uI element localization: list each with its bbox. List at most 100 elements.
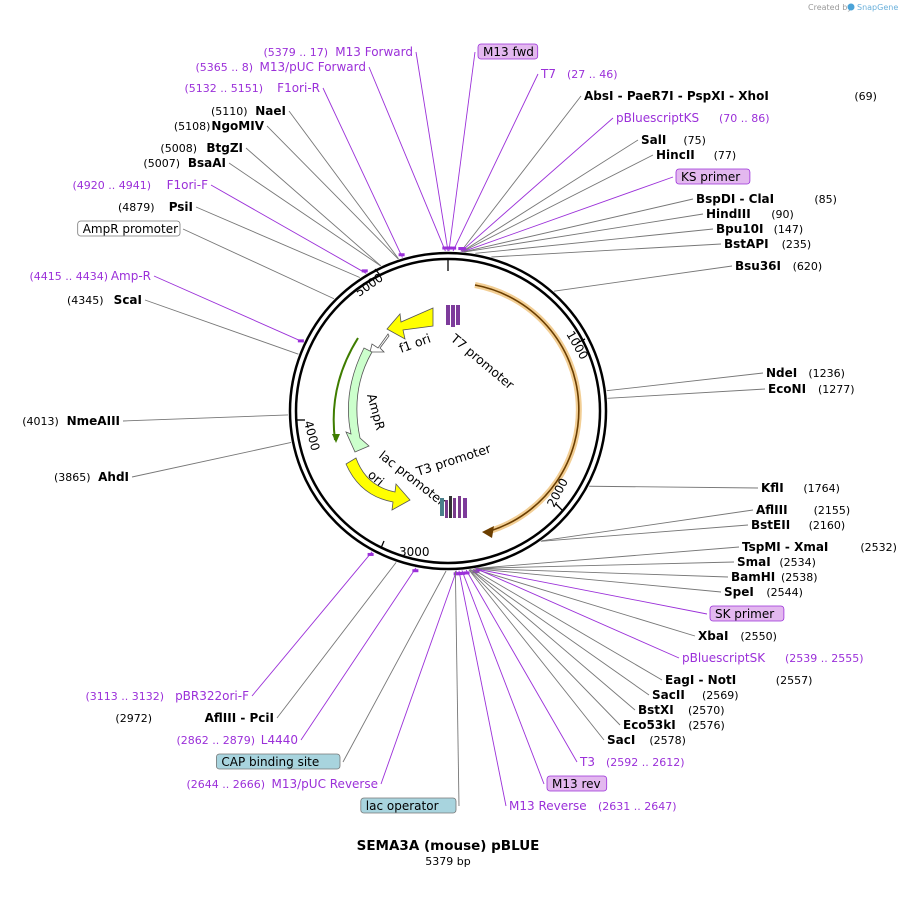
svg-text:NmeAIII: NmeAIII [67,414,120,428]
site-ngomiv[interactable]: NgoMIV(5108) [174,119,265,133]
site-tspmi-xmai[interactable]: TspMI - XmaI(2532) [742,540,897,554]
label-t7[interactable]: T7(27 .. 46) [540,67,618,81]
site-btgzi[interactable]: BtgZI(5008) [160,141,243,155]
site-bpu10i[interactable]: Bpu10I(147) [716,222,803,236]
label-m13-puc-reverse[interactable]: M13/pUC Reverse(2644 .. 2666) [186,777,378,791]
site-psii[interactable]: PsiI(4879) [118,200,193,214]
site-bsaai[interactable]: BsaAI(5007) [143,156,226,170]
primer-mark-m13-rev [459,571,466,575]
label-m13-forward[interactable]: M13 Forward(5379 .. 17) [263,45,413,59]
site-naei[interactable]: NaeI(5110) [211,104,286,118]
svg-text:F1ori-F: F1ori-F [167,178,208,192]
label-amp-r[interactable]: Amp-R(4415 .. 4434) [29,269,151,283]
site-hincii[interactable]: HincII(77) [656,148,736,162]
site-bamhi[interactable]: BamHI(2538) [731,570,818,584]
svg-text:(1236): (1236) [808,367,845,380]
svg-text:M13 rev: M13 rev [552,777,601,791]
label-pbluescriptsk[interactable]: pBluescriptSK(2539 .. 2555) [682,651,864,665]
svg-text:(2532): (2532) [860,541,897,554]
site-absi-paer7i-pspxi-xhoi[interactable]: AbsI - PaeR7I - PspXI - XhoI(69) [584,89,877,103]
label-m13-fwd[interactable]: M13 fwd [477,43,539,60]
site-hindiii[interactable]: HindIII(90) [706,207,794,221]
site-afliii-pcii[interactable]: AflIII - PciI(2972) [115,711,274,725]
site-smai[interactable]: SmaI(2534) [737,555,816,569]
site-sacii[interactable]: SacII(2569) [652,688,739,702]
site-bstxi[interactable]: BstXI(2570) [638,703,725,717]
site-eagi-noti[interactable]: EagI - NotI(2557) [665,673,812,687]
svg-text:AmpR: AmpR [364,392,388,432]
leader-pbr322ori-f [251,551,373,697]
svg-text:SnapGene: SnapGene [857,3,898,12]
label-f1ori-f[interactable]: F1ori-F(4920 .. 4941) [72,178,208,192]
leader-ampr-promoter [182,228,335,300]
site-xbai[interactable]: XbaI(2550) [698,629,777,643]
site-afliii[interactable]: AflIII(2155) [756,503,850,517]
svg-text:SpeI: SpeI [724,585,754,599]
svg-text:EagI - NotI: EagI - NotI [665,673,736,687]
svg-text:SmaI: SmaI [737,555,771,569]
svg-text:(2644 .. 2666): (2644 .. 2666) [186,778,265,791]
leader-bpu10i [475,228,714,254]
label-lac-operator[interactable]: lac operator [360,797,457,814]
site-bsu36i[interactable]: Bsu36I (620) [735,259,822,273]
site-bsteii[interactable]: BstEII(2160) [751,518,845,532]
svg-text:Bsu36I: Bsu36I [735,259,781,273]
label-ks-primer[interactable]: KS primer [675,168,751,185]
svg-text:(5108): (5108) [174,120,211,133]
label-l4440[interactable]: L4440(2862 .. 2879) [176,733,298,747]
svg-text:(620): (620) [793,260,823,273]
svg-text:BstXI: BstXI [638,703,674,717]
leader-scai [144,299,299,355]
svg-text:M13 Forward: M13 Forward [335,45,413,59]
label-f1ori-r[interactable]: F1ori-R(5132 .. 5151) [184,81,320,95]
svg-text:(70 .. 86): (70 .. 86) [719,112,770,125]
site-ndei[interactable]: NdeI(1236) [766,366,845,380]
svg-text:BtgZI: BtgZI [206,141,243,155]
site-saci[interactable]: SacI(2578) [607,733,686,747]
leader-saci [468,569,605,741]
leader-m13-puc-reverse [380,570,457,785]
svg-text:(27 .. 46): (27 .. 46) [567,68,618,81]
svg-text:(5132 .. 5151): (5132 .. 5151) [184,82,263,95]
svg-text:SacI: SacI [607,733,635,747]
label-sk-primer[interactable]: SK primer [709,605,785,622]
leader-sali [461,139,639,252]
site-bspdi-clai[interactable]: BspDI - ClaI(85) [696,192,837,206]
leader-m13-reverse [458,570,507,807]
site-kfli[interactable]: KflI(1764) [761,481,840,495]
leader-tspmi-xmai [477,546,740,569]
label-t3[interactable]: T3(2592 .. 2612) [579,755,685,769]
label-m13-rev[interactable]: M13 rev [546,775,608,792]
site-bstapi[interactable]: BstAPI(235) [724,237,811,251]
leader-smai [476,561,735,569]
site-spei[interactable]: SpeI(2544) [724,585,803,599]
leader-f1ori-f [210,184,367,274]
site-ahdi[interactable]: AhdI(3865) [54,470,129,484]
feature-ori: ori [345,457,411,511]
leader-lines [122,51,766,807]
site-econi[interactable]: EcoNI(1277) [768,382,855,396]
site-eco53ki[interactable]: Eco53kI(2576) [623,718,725,732]
leader-naei [288,110,399,260]
leader-bsteii [540,524,749,542]
site-nmeaiii[interactable]: NmeAIII(4013) [22,414,120,428]
label-m13-puc-forward[interactable]: M13/pUC Forward(5365 .. 8) [195,60,366,74]
label-ampr-promoter[interactable]: AmpR promoter [77,220,181,237]
svg-text:Bpu10I: Bpu10I [716,222,763,236]
svg-text:AhdI: AhdI [98,470,129,484]
site-scai[interactable]: ScaI(4345) [67,293,142,307]
leader-absi-paer7i-pspxi-xhoi [460,95,582,252]
leader-m13-forward [415,51,449,252]
svg-text:(2631 .. 2647): (2631 .. 2647) [598,800,677,813]
svg-text:(90): (90) [771,208,794,221]
svg-text:(235): (235) [782,238,812,251]
svg-text:(2538): (2538) [781,571,818,584]
svg-text:M13/pUC Forward: M13/pUC Forward [259,60,366,74]
tick-3000: 3000 [399,545,430,559]
label-m13-reverse[interactable]: M13 Reverse(2631 .. 2647) [509,799,677,813]
label-pbluescriptks[interactable]: pBluescriptKS(70 .. 86) [616,111,770,125]
label-cap-binding-site[interactable]: CAP binding site [215,753,341,770]
svg-text:(4345): (4345) [67,294,104,307]
label-pbr322ori-f[interactable]: pBR322ori-F(3113 .. 3132) [85,689,249,703]
site-sali[interactable]: SalI(75) [641,133,706,147]
